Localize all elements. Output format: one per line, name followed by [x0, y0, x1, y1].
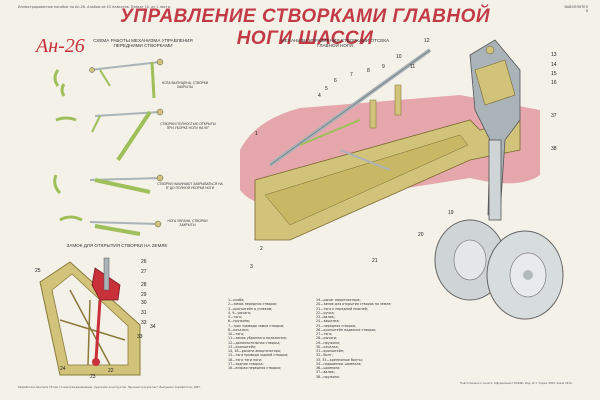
legend-item: 30—качалка; — [316, 344, 339, 349]
header-info-line: Иллюстрированное пособие по Ан-26. Альбо… — [18, 5, 171, 9]
callout-6: 6 — [334, 78, 337, 84]
legend-item: 19—рычаг амортизатора; — [316, 298, 361, 302]
callout-11: 11 — [410, 64, 415, 70]
state-label-2: Створки полностью открыты при уборке ног… — [160, 122, 216, 130]
legend-item: 11—замок убранного положения; — [228, 336, 287, 341]
door-mechanism-state-3 — [53, 174, 164, 195]
header-info-left: Иллюстрированное пособие по Ан-26. Альбо… — [18, 5, 171, 9]
callout-14: 14 — [551, 62, 557, 68]
legend-item: 16—тяга тяги ноги; — [228, 357, 263, 362]
legend-item: 34—подшипник шомпола; — [316, 361, 362, 366]
legend-item: 21—тяга к передней нижней; — [316, 306, 368, 311]
callout-21: 21 — [372, 258, 378, 264]
legend-item: 38—пружина. — [316, 374, 341, 379]
legend-item: 5—тяга; — [228, 315, 243, 319]
main-callouts: 1 2 3 4 5 6 7 8 9 10 11 12 13 14 15 16 3… — [250, 38, 557, 270]
legend-item: 24—защелка; — [316, 319, 340, 324]
callout-24: 24 — [60, 366, 66, 372]
legend-column-2: 19—рычаг амортизатора; 20—замок для откр… — [316, 298, 411, 379]
state-label-3: Створки начинают закрываться на 8° до по… — [157, 182, 223, 190]
callout-25: 25 — [35, 268, 41, 274]
legend-item: 20—замок для открытия створок на земле; — [316, 302, 392, 307]
state-label-1: Нога выпущена, створки закрыты — [161, 81, 209, 89]
callout-12: 12 — [424, 38, 430, 44]
callout-7: 7 — [350, 72, 353, 78]
callout-28: 28 — [141, 282, 147, 288]
header-series: ВАВЭЛЯНТЕЛ — [564, 5, 588, 9]
callout-32: 32 — [141, 320, 147, 326]
callout-26: 26 — [141, 259, 147, 265]
legend-item: 36—шомпола; — [316, 366, 341, 370]
callout-37: 37 — [551, 113, 557, 119]
legend-item: 12—дополнительная створка; — [228, 340, 281, 345]
callout-27: 27 — [141, 269, 147, 275]
legend-item: 31—кронштейн; — [316, 349, 345, 353]
legend-item: 28—рычаги; — [316, 336, 338, 341]
legend-item: 25—передняя створка; — [316, 323, 357, 328]
callout-19: 19 — [448, 210, 454, 216]
callout-10: 10 — [396, 54, 402, 60]
callout-38: 38 — [551, 146, 557, 152]
callout-16: 16 — [551, 80, 557, 86]
legend-item: 7—трос привода замка створки; — [228, 323, 285, 328]
legend-item: 17—задняя створка; — [228, 361, 264, 366]
header-info-right: ВАВЭЛЯНТЕЛ 8 — [564, 5, 588, 13]
callout-8: 8 — [367, 68, 370, 74]
callout-20: 20 — [418, 232, 424, 238]
callout-13: 13 — [551, 52, 557, 58]
ground-lock-caption: Замок для открытия створки на земле — [66, 243, 168, 248]
callout-31: 31 — [141, 310, 147, 316]
header-sheet-number: 8 — [585, 9, 588, 13]
left-panel-caption: Схема работы механизма управления передн… — [93, 38, 193, 48]
ground-lock-drawing — [39, 257, 141, 376]
ground-lock-callouts: 26 27 28 29 30 31 32 34 33 25 24 23 22 — [35, 259, 156, 380]
aircraft-logo: Ан-26 — [36, 35, 85, 57]
legend-item: 15—тяга привода задней створки; — [228, 353, 289, 358]
legend-item: 10—тяга; — [228, 332, 245, 336]
legend-item: 37—валик; — [316, 370, 335, 375]
callout-22: 22 — [108, 368, 114, 374]
callout-5: 5 — [325, 86, 328, 92]
legend-item: 13—кронштейн; — [228, 344, 257, 349]
callout-30: 30 — [141, 300, 147, 306]
callout-29: 29 — [141, 292, 147, 298]
legend-item: 27—тяга; — [316, 332, 333, 336]
poster-title: Управление створками главной ноги шасси — [119, 6, 491, 49]
legend-item: 4, 9—рычага; — [228, 310, 252, 315]
legend-column-1: 1—скоба; 2—замок передних створок; 3—кро… — [228, 298, 310, 370]
state-label-4: Нога убрана, створки закрыты — [167, 219, 208, 227]
legend-item: 22—ручка; — [316, 310, 335, 315]
main-panel-caption: Механизм управления створками отсека гла… — [280, 38, 390, 48]
door-mechanism-state-2 — [55, 108, 164, 162]
callout-2: 2 — [260, 246, 263, 252]
legend-item: 33, 35—крепежные болты; — [316, 357, 363, 362]
callout-34: 34 — [150, 324, 156, 330]
legend-item: 6—пружина; — [228, 319, 250, 324]
callout-4: 4 — [318, 93, 321, 99]
legend-item: 29—пружина; — [316, 340, 341, 345]
fuselage-section — [240, 48, 540, 241]
footer-right: Подготовлено к печати. Оформление ГРАФИК… — [460, 382, 573, 385]
legend-item: 1—скоба; — [228, 298, 245, 302]
callout-15: 15 — [551, 71, 557, 77]
legend-item: 23—валик; — [316, 315, 335, 319]
legend-item: 18—вторая передняя створка; — [228, 366, 282, 370]
legend-item: 14, 18—рычаги амортизатора; — [228, 349, 281, 353]
legend-item: 3—кронштейн в узлеком; — [228, 306, 273, 311]
landing-gear-wheels — [434, 219, 564, 320]
callout-9: 9 — [382, 64, 385, 70]
landing-gear-leg — [469, 39, 521, 221]
callout-23: 23 — [90, 374, 96, 380]
callout-3: 3 — [250, 264, 253, 270]
legend-item: 8—качалки; — [228, 327, 249, 332]
footer-left: Разработано Центром ГВ при Госнииграждан… — [18, 386, 201, 389]
legend-item: 32—болт; — [316, 353, 333, 358]
legend-item: 2—замок передних створок; — [228, 302, 278, 307]
callout-33: 33 — [137, 334, 143, 340]
door-mechanism-state-4 — [59, 215, 162, 236]
legend-item: 26—кронштейн подвески створок; — [316, 327, 377, 332]
door-mechanism-state-1 — [53, 58, 164, 99]
callout-1: 1 — [255, 131, 258, 137]
